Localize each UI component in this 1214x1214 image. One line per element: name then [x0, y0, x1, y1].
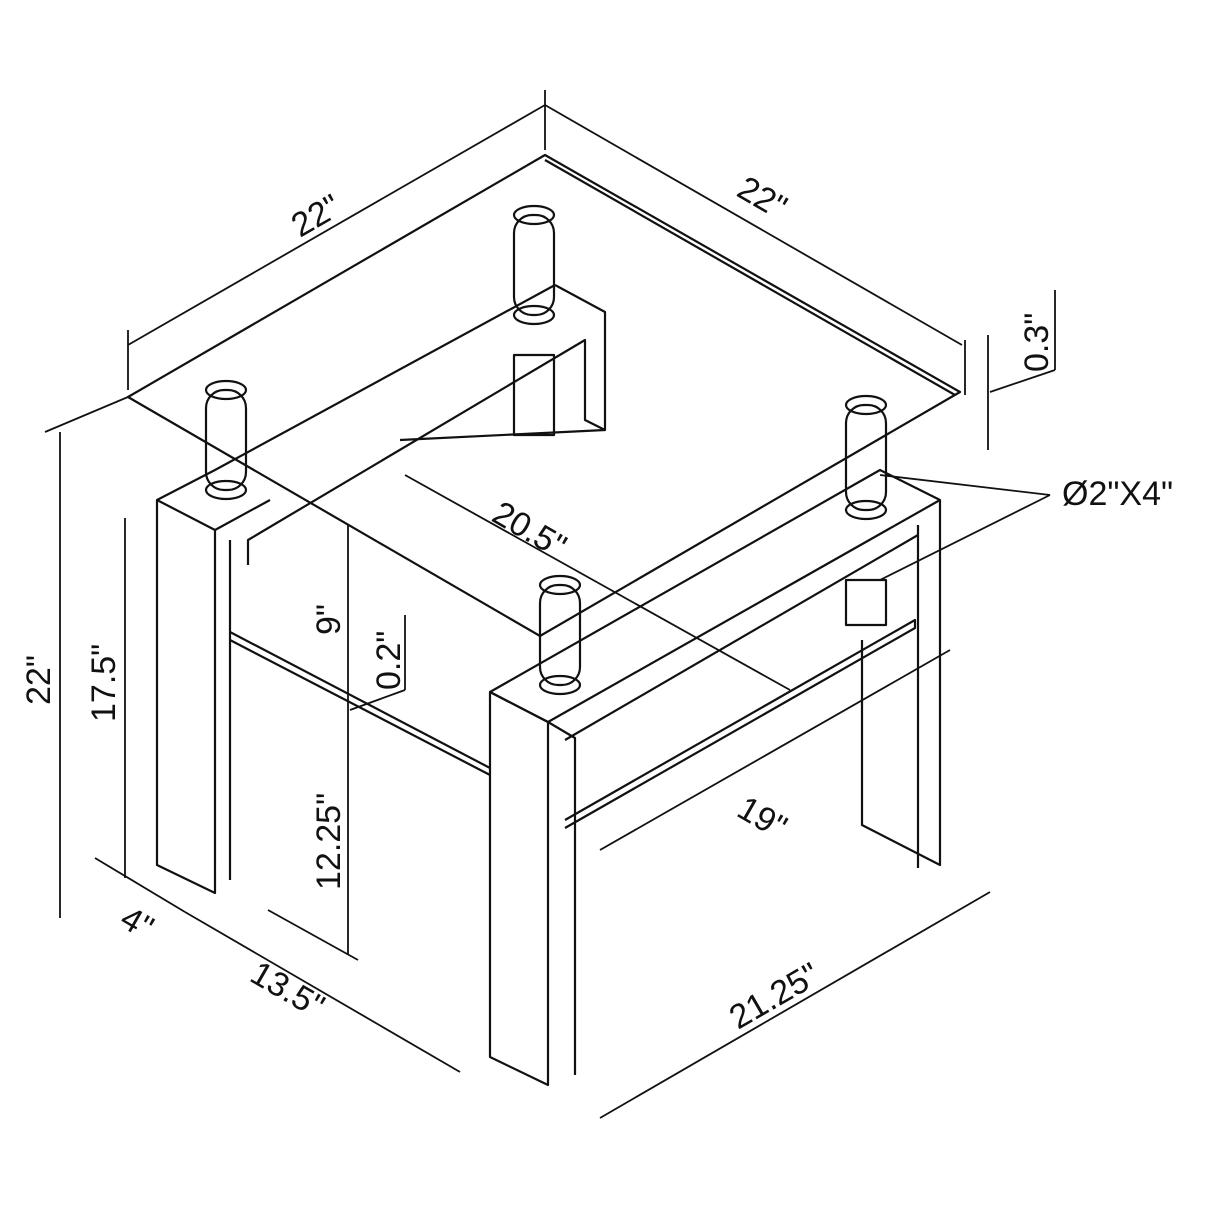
leg-front — [488, 690, 577, 1087]
leg-left — [155, 498, 271, 895]
label-shelf-thickness: 0.2" — [370, 631, 408, 690]
post-front — [538, 574, 582, 696]
label-glass-thickness: 0.3" — [1018, 313, 1056, 372]
post-left — [204, 379, 248, 501]
glass-top — [126, 153, 962, 638]
frame-back — [156, 284, 607, 565]
label-leg-width: 4" — [114, 899, 160, 947]
label-leg-height: 17.5" — [85, 644, 123, 722]
label-shelf-depth: 20.5" — [486, 494, 573, 566]
label-post-size: Ø2"X4" — [1062, 475, 1173, 513]
label-base-width: 21.25" — [723, 955, 826, 1036]
label-base-depth: 13.5" — [244, 954, 331, 1026]
label-overall-height: 22" — [20, 655, 58, 705]
label-top-width-left: 22" — [285, 187, 347, 245]
label-gap-upper: 9" — [310, 604, 348, 635]
post-right — [844, 394, 888, 627]
lower-shelf — [229, 428, 917, 829]
post-back — [512, 204, 556, 437]
dimension-lines — [44, 90, 1056, 1119]
label-shelf-height: 12.25" — [310, 793, 348, 890]
label-shelf-width: 19" — [731, 789, 793, 847]
